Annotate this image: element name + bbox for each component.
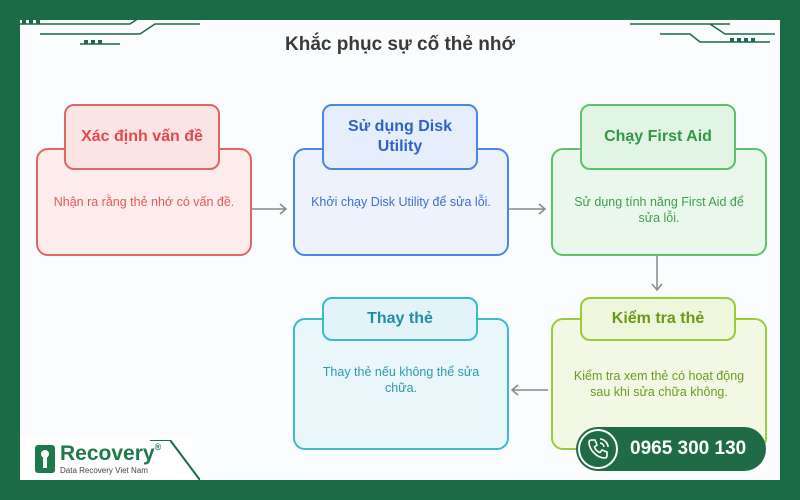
logo-key-icon	[35, 445, 55, 473]
circuit-decoration-right	[630, 23, 775, 43]
arrow-step4-to-step5	[510, 384, 548, 396]
step-description: Nhận ra rằng thẻ nhớ có vấn đề.	[53, 195, 235, 209]
logo-corner-decoration	[150, 440, 200, 480]
logo-wordmark: Recovery®	[60, 442, 162, 465]
arrow-step1-to-step2	[252, 203, 288, 215]
step-heading: Sử dụng Disk Utility	[322, 104, 478, 170]
step-heading: Xác định vấn đề	[64, 104, 220, 170]
page-title: Khắc phục sự cố thẻ nhớ	[285, 34, 515, 55]
phone-contact-badge[interactable]: 0965 300 130	[576, 427, 766, 471]
step-heading: Chạy First Aid	[580, 104, 736, 170]
phone-icon	[578, 429, 618, 469]
phone-number: 0965 300 130	[630, 438, 747, 459]
arrow-step2-to-step3	[509, 203, 547, 215]
circuit-decoration-left	[20, 14, 200, 45]
step-heading: Thay thẻ	[322, 297, 478, 341]
step-heading: Kiểm tra thẻ	[580, 297, 736, 341]
brand-logo: Recovery® Data Recovery Viet Nam	[20, 436, 192, 480]
step-description: Khởi chạy Disk Utility để sửa lỗi.	[311, 195, 491, 209]
step-description: Thay thẻ nếu không thể sửa chữa.	[322, 365, 480, 395]
step-description: Kiểm tra xem thẻ có hoạt động sau khi sử…	[573, 369, 745, 399]
arrow-step3-to-step4	[651, 256, 663, 292]
logo-tagline: Data Recovery Viet Nam	[60, 466, 148, 475]
step-description: Sử dụng tính năng First Aid để sửa lỗi.	[574, 195, 744, 225]
